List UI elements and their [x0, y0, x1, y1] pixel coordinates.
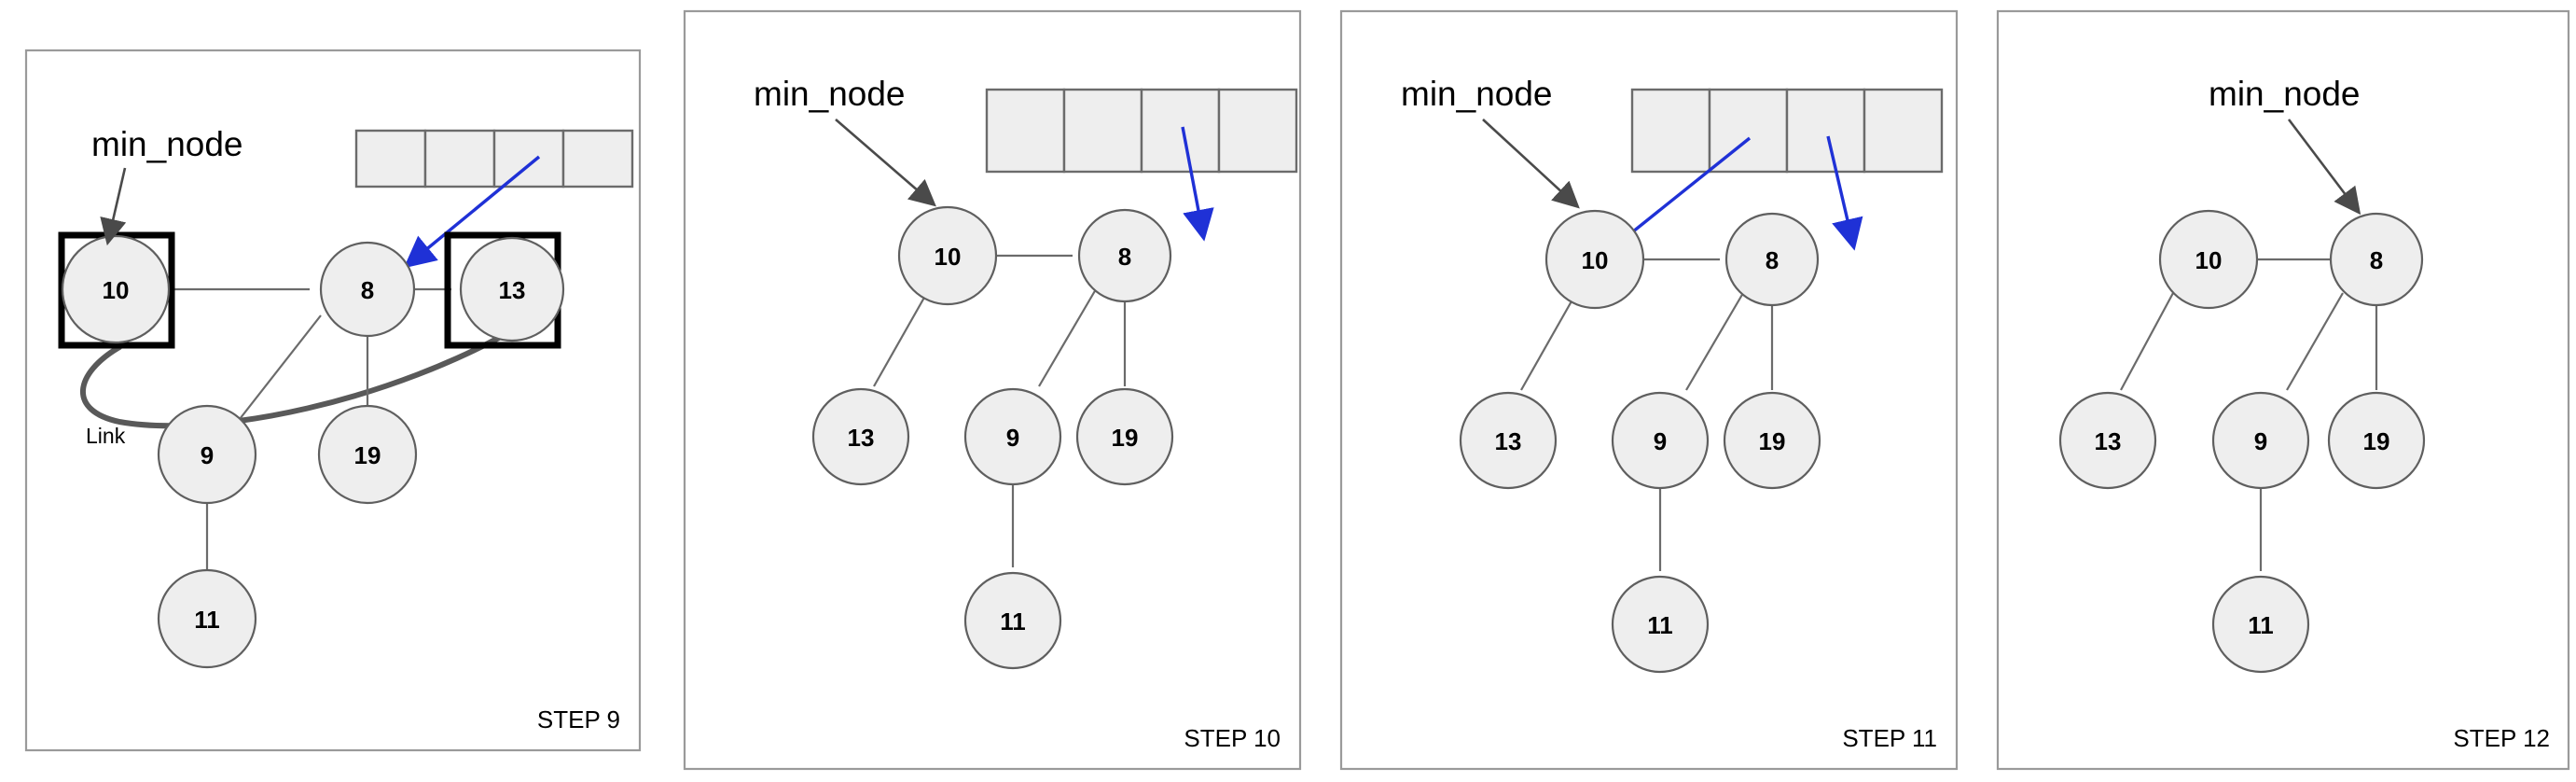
panel-step-10: 10 8 13 9 19 11 min_node [679, 0, 1313, 782]
node-10[interactable]: 10 [1544, 209, 1645, 310]
step-label: STEP 10 [1184, 724, 1281, 752]
min-node-arrow [2287, 119, 2361, 216]
edge-10-13 [1520, 292, 1577, 391]
array-container [1630, 88, 1944, 174]
node-10-label: 10 [2195, 246, 2223, 274]
node-19-label: 19 [2363, 427, 2390, 455]
node-10-label: 10 [1582, 246, 1609, 274]
min-node-caption: min_node [1401, 75, 1553, 113]
panel-step-12: 10 8 13 9 19 11 min_node [1992, 0, 2576, 782]
node-13-label: 13 [1495, 427, 1522, 455]
node-10[interactable]: 10 [2158, 209, 2259, 310]
blue-pointer-arrow-8 [1826, 135, 1863, 251]
node-13-label: 13 [499, 276, 526, 304]
min-node-arrow [1482, 119, 1580, 209]
link-label: Link [86, 424, 126, 448]
array-cell-1[interactable] [1062, 88, 1143, 174]
node-11-label: 11 [1647, 611, 1673, 639]
node-10[interactable]: 10 [897, 205, 998, 306]
node-19-label: 19 [1112, 424, 1139, 452]
node-8[interactable]: 8 [2329, 212, 2424, 307]
node-13-label: 13 [2095, 427, 2122, 455]
array-container [985, 88, 1298, 174]
node-11-label: 11 [1000, 607, 1026, 635]
tree-edges [2120, 258, 2378, 571]
node-10-label: 10 [103, 276, 130, 304]
node-11[interactable]: 11 [2211, 575, 2310, 674]
node-8-label: 8 [1766, 246, 1779, 274]
node-8[interactable]: 8 [1724, 212, 1820, 307]
array-cell-2[interactable] [1140, 88, 1221, 174]
node-10-label: 10 [935, 243, 962, 271]
array-cell-0[interactable] [985, 88, 1066, 174]
step-label: STEP 12 [2453, 724, 2550, 752]
edge-10-13 [2120, 292, 2174, 391]
node-10[interactable]: 10 [61, 234, 171, 344]
array-cell-0[interactable] [1630, 88, 1711, 174]
array-container [354, 129, 634, 189]
node-13[interactable]: 13 [459, 236, 565, 342]
node-8[interactable]: 8 [319, 241, 416, 338]
node-9[interactable]: 9 [157, 404, 257, 505]
panel-step-9: 10 8 13 9 19 11 min_node [0, 0, 653, 782]
array-cell-2[interactable] [492, 129, 565, 189]
array-cell-2[interactable] [1785, 88, 1866, 174]
node-13[interactable]: 13 [2058, 391, 2157, 490]
node-9-label: 9 [2254, 427, 2267, 455]
min-node-arrow [100, 167, 127, 246]
array-cell-3[interactable] [561, 129, 634, 189]
node-11[interactable]: 11 [157, 568, 257, 669]
node-8-label: 8 [1118, 243, 1131, 271]
array-cell-3[interactable] [1863, 88, 1944, 174]
node-9[interactable]: 9 [963, 387, 1062, 486]
panel-step-11: 10 8 13 9 19 11 min_node [1336, 0, 1970, 782]
blue-pointer-arrow [1181, 126, 1214, 242]
edge-10-13 [873, 288, 930, 387]
node-8[interactable]: 8 [1077, 208, 1172, 303]
node-19[interactable]: 19 [2327, 391, 2426, 490]
node-19[interactable]: 19 [1723, 391, 1821, 490]
min-node-caption: min_node [2209, 75, 2361, 113]
array-cell-0[interactable] [354, 129, 427, 189]
node-11[interactable]: 11 [963, 571, 1062, 670]
node-11[interactable]: 11 [1611, 575, 1710, 674]
blue-pointer-arrow [403, 155, 541, 269]
edge-8-9 [1038, 288, 1097, 387]
node-11-label: 11 [194, 606, 220, 634]
node-9[interactable]: 9 [2211, 391, 2310, 490]
node-13-label: 13 [848, 424, 875, 452]
step-label: STEP 11 [1842, 724, 1937, 752]
edge-8-9 [1685, 292, 1744, 391]
tree-edges [873, 254, 1127, 567]
node-9-label: 9 [1654, 427, 1667, 455]
min-node-caption: min_node [754, 75, 906, 113]
array-cell-1[interactable] [423, 129, 496, 189]
edge-8-9 [2286, 292, 2344, 391]
step-label: STEP 9 [537, 705, 620, 733]
node-13[interactable]: 13 [811, 387, 910, 486]
node-8-label: 8 [361, 276, 374, 304]
node-19[interactable]: 19 [317, 404, 418, 505]
node-9-label: 9 [201, 441, 214, 469]
tree-edges [1520, 258, 1774, 571]
node-11-label: 11 [2248, 611, 2274, 639]
node-9-label: 9 [1006, 424, 1019, 452]
min-node-arrow [835, 119, 936, 207]
node-19-label: 19 [1759, 427, 1786, 455]
edge-8-9 [232, 314, 322, 428]
node-19-label: 19 [354, 441, 381, 469]
node-8-label: 8 [2370, 246, 2383, 274]
node-9[interactable]: 9 [1611, 391, 1710, 490]
node-13[interactable]: 13 [1459, 391, 1558, 490]
node-19[interactable]: 19 [1075, 387, 1174, 486]
min-node-caption: min_node [91, 125, 243, 163]
array-cell-3[interactable] [1217, 88, 1298, 174]
